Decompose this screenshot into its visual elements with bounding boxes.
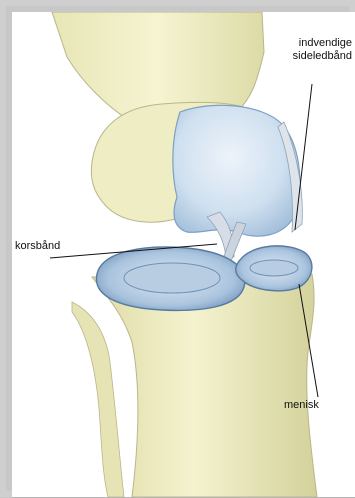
diagram-canvas: indvendige sideledbånd korsbånd menisk bbox=[12, 12, 355, 498]
label-meniscus: menisk bbox=[284, 399, 319, 412]
meniscus-left-hole bbox=[124, 263, 220, 293]
knee-joint-illustration bbox=[12, 12, 355, 497]
fibula bbox=[72, 302, 124, 497]
meniscus-right-hole bbox=[250, 260, 298, 276]
label-medial-collateral-line2: sideledbånd bbox=[293, 50, 352, 63]
label-medial-collateral-ligament: indvendige sideledbånd bbox=[293, 37, 352, 63]
label-cruciate-ligament: korsbånd bbox=[15, 240, 60, 253]
label-medial-collateral-line1: indvendige bbox=[293, 37, 352, 50]
